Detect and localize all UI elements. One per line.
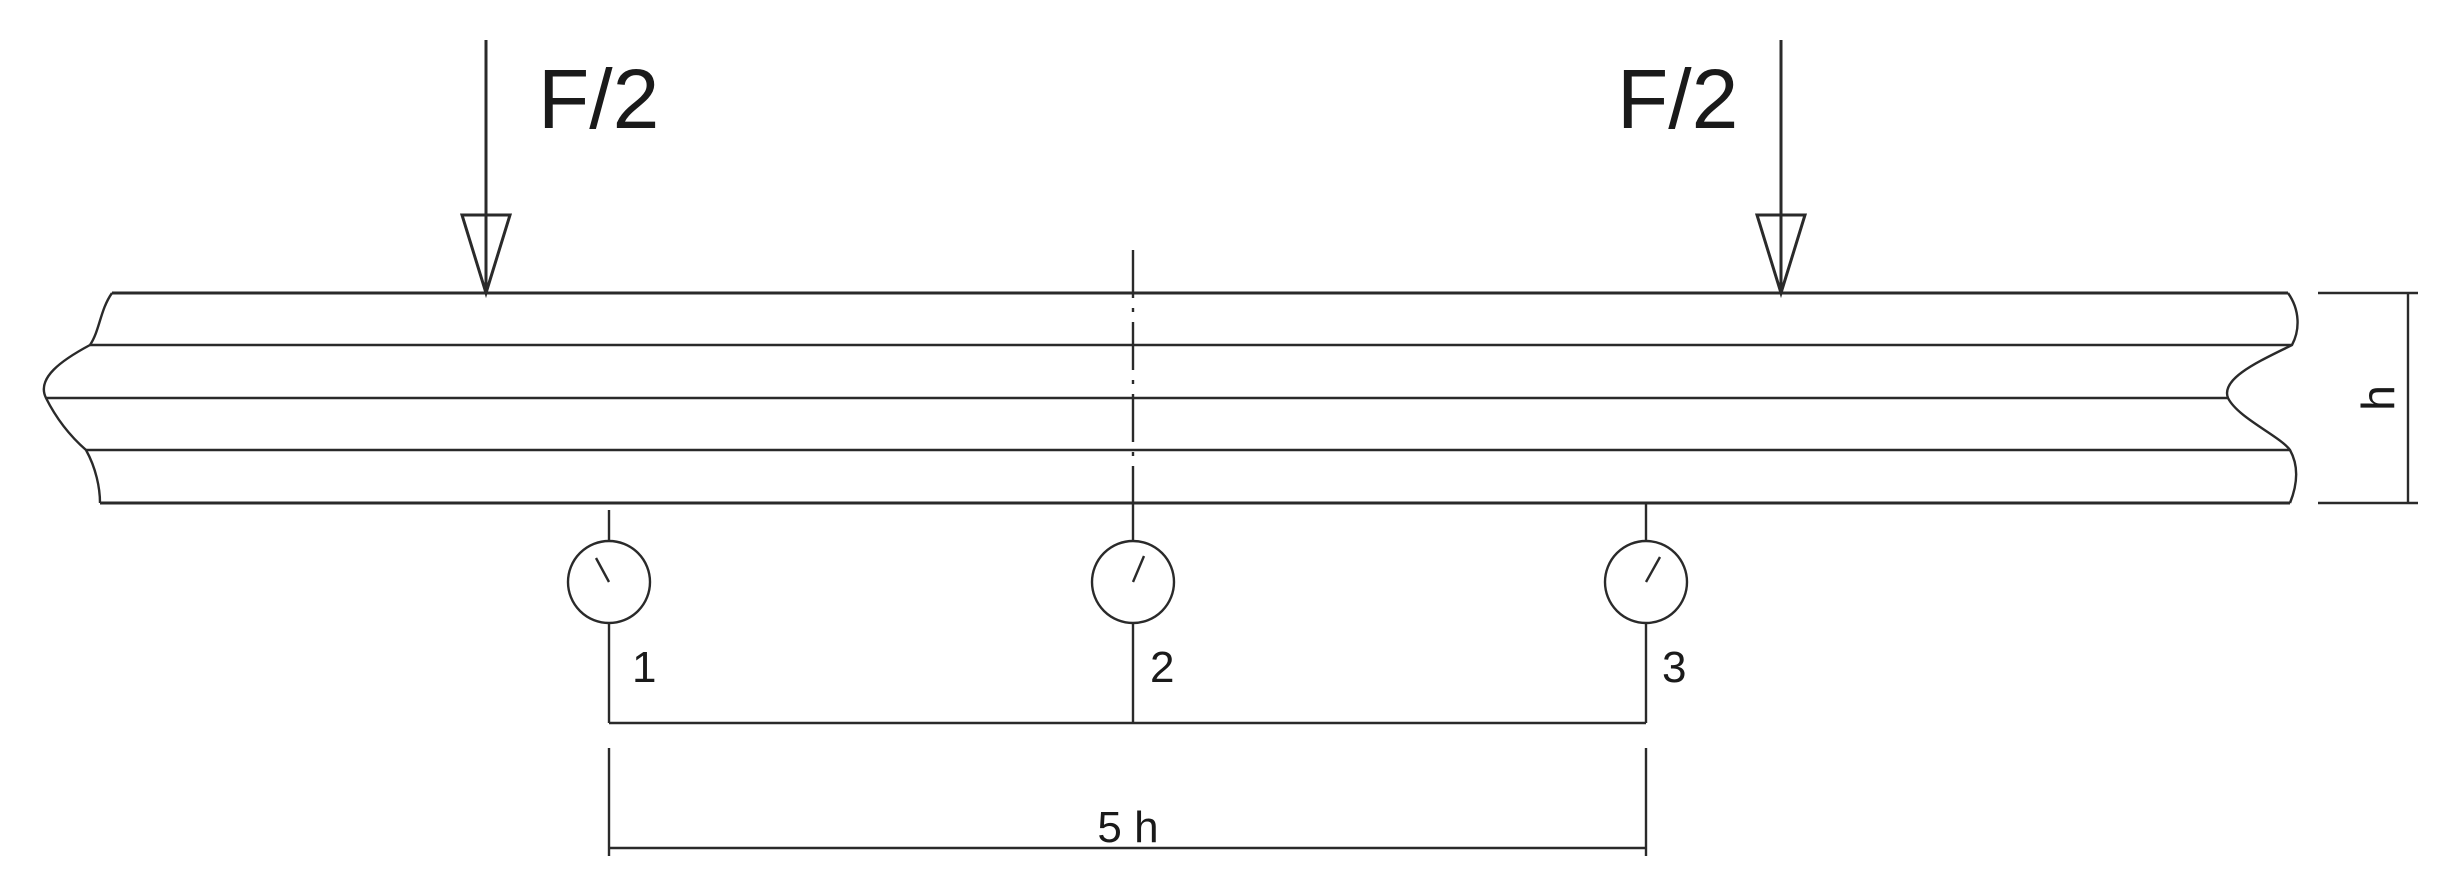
height-dimension: h — [2318, 291, 2418, 505]
height-label: h — [2352, 385, 2404, 411]
gauge-3-label: 3 — [1662, 643, 1686, 692]
load-right-arrowhead — [1754, 213, 1808, 299]
gauge-2: 2 — [1090, 505, 1176, 723]
gauge-3-needle — [1644, 556, 1662, 583]
gauge-2-label: 2 — [1150, 643, 1174, 692]
gauge-1-label: 1 — [632, 643, 656, 692]
gauge-1-needle — [594, 557, 611, 583]
gauge-2-needle — [1131, 555, 1146, 583]
load-left-arrowhead — [459, 213, 513, 299]
beam-right-break — [2225, 292, 2299, 504]
beam — [42, 291, 2299, 505]
span-label: 5 h — [1097, 803, 1158, 852]
span-dimension: 5 h — [607, 748, 1648, 856]
gauge-3: 3 — [1603, 503, 1689, 723]
beam-left-break — [42, 292, 113, 504]
load-right: F/2 — [1617, 40, 1808, 299]
load-left: F/2 — [459, 40, 659, 299]
load-left-label: F/2 — [538, 52, 659, 146]
load-right-label: F/2 — [1617, 52, 1738, 146]
gauge-1: 1 — [566, 510, 656, 723]
